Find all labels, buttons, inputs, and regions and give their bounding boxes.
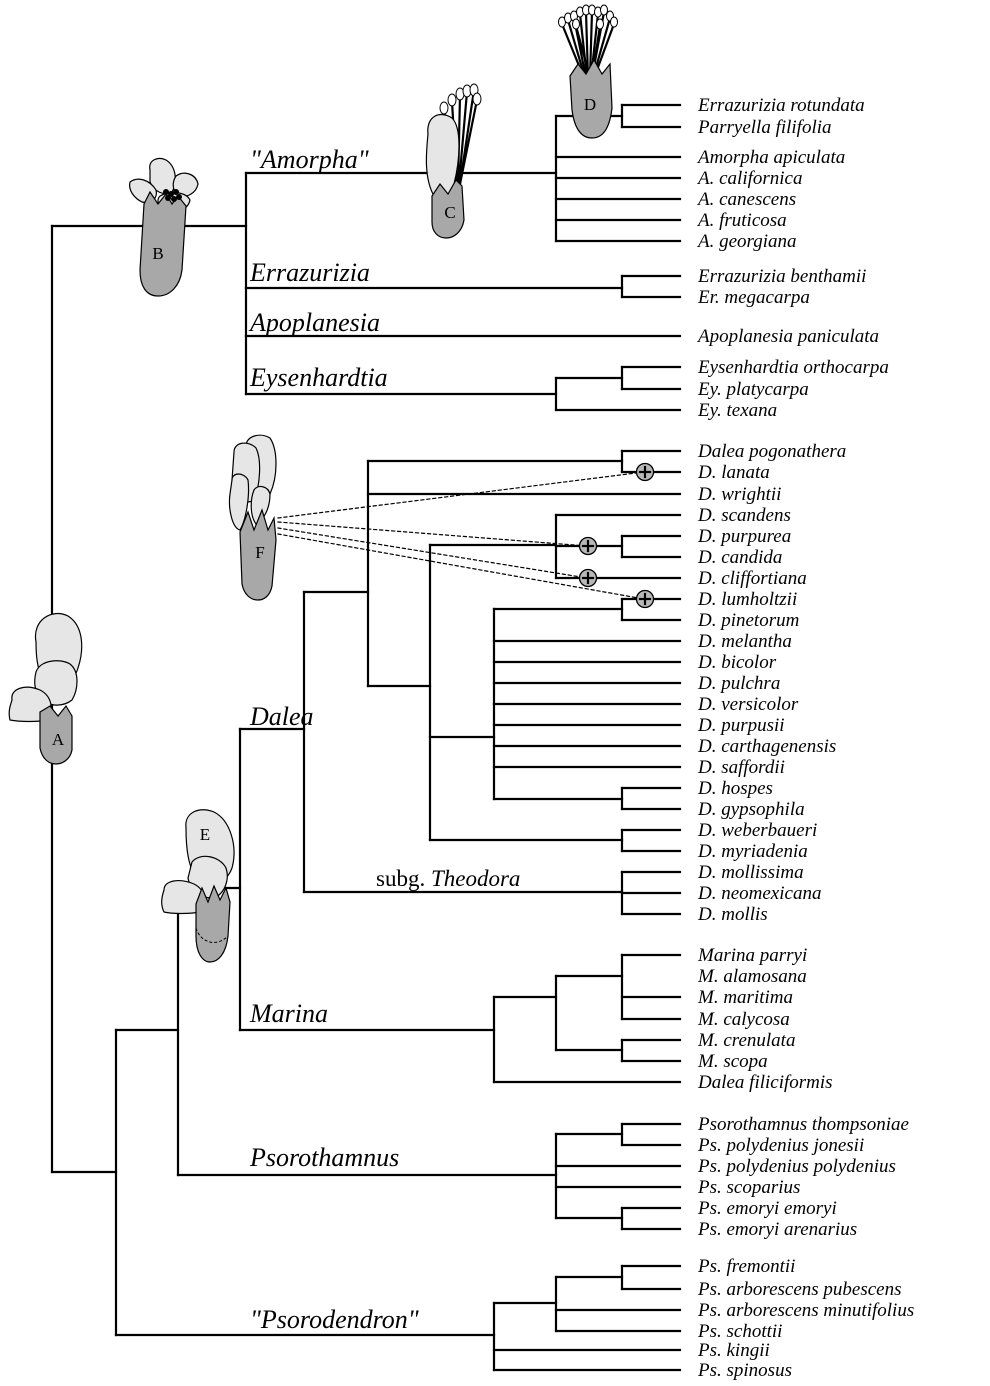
taxon-label: Ps. emoryi emoryi	[697, 1198, 837, 1219]
taxon-label: M. crenulata	[697, 1030, 795, 1051]
taxon-label: Amorpha apiculata	[696, 147, 845, 168]
taxon-label: Ps. emoryi arenarius	[697, 1219, 857, 1240]
flower-d-label: D	[584, 95, 596, 114]
tree-branches	[52, 105, 680, 1370]
taxon-label: Ps. polydenius polydenius	[697, 1156, 896, 1177]
taxon-label: Parryella filifolia	[697, 117, 832, 138]
taxon-label: Ps. arborescens pubescens	[697, 1279, 902, 1300]
taxon-label: A. fruticosa	[696, 210, 787, 231]
taxon-label: D. lumholtzii	[697, 589, 797, 610]
taxon-label: D. versicolor	[697, 694, 799, 715]
flower-b-icon: B	[130, 158, 198, 296]
taxon-label: M. calycosa	[697, 1009, 790, 1030]
taxon-label: Ps. polydenius jonesii	[697, 1135, 864, 1156]
flower-f-label: F	[255, 543, 264, 562]
taxon-label: D. bicolor	[697, 652, 777, 673]
taxon-label: D. mollis	[697, 904, 768, 925]
taxon-label: Ps. arborescens minutifolius	[697, 1300, 914, 1321]
taxon-label: D. pinetorum	[697, 610, 799, 631]
flower-c-icon: C	[426, 84, 481, 238]
taxon-label: Er. megacarpa	[697, 287, 810, 308]
taxon-label: D. neomexicana	[697, 883, 821, 904]
taxon-label: D. lanata	[697, 462, 770, 483]
clade-label-psorothamnus: Psorothamnus	[249, 1143, 399, 1172]
theodora-name: Theodora	[431, 866, 520, 891]
taxon-label: D. saffordii	[697, 757, 785, 778]
taxon-label: A. californica	[696, 168, 802, 189]
plus-marker-icon	[580, 570, 597, 587]
taxon-label: D. purpusii	[697, 715, 785, 736]
taxon-label: M. alamosana	[697, 966, 807, 987]
dashed-connector	[278, 528, 587, 578]
taxon-label: Dalea pogonathera	[697, 441, 846, 462]
clade-label-marina: Marina	[249, 999, 328, 1028]
plus-marker-icon	[637, 591, 654, 608]
taxon-label: M. scopa	[697, 1051, 768, 1072]
taxon-label: Dalea filiciformis	[697, 1072, 833, 1093]
taxon-label: Eysenhardtia orthocarpa	[697, 357, 889, 378]
taxon-label: Errazurizia benthamii	[697, 266, 866, 287]
taxon-label: D. wrightii	[697, 484, 781, 505]
taxon-label: D. weberbaueri	[697, 820, 817, 841]
taxon-label: Ey. texana	[697, 400, 777, 421]
taxon-label: Ps. schottii	[697, 1321, 782, 1342]
taxon-label: D. myriadenia	[697, 841, 808, 862]
taxon-label: D. scandens	[697, 505, 791, 526]
flower-a-label: A	[52, 730, 65, 749]
clade-label-amorpha: "Amorpha"	[250, 145, 369, 174]
flower-c-label: C	[444, 203, 455, 222]
taxon-label: D. mollissima	[697, 862, 804, 883]
taxon-label: D. pulchra	[697, 673, 780, 694]
taxon-label: D. cliffortiana	[697, 568, 807, 589]
taxon-label: Ey. platycarpa	[697, 379, 809, 400]
taxon-label: D. purpurea	[697, 526, 791, 547]
plus-marker-icon	[637, 464, 654, 481]
flower-e-label: E	[200, 825, 210, 844]
flower-b-label: B	[152, 244, 163, 263]
taxon-label: D. candida	[697, 547, 782, 568]
clade-label-theodora: subg. Theodora	[376, 866, 520, 891]
taxon-label: Ps. fremontii	[697, 1256, 795, 1277]
clade-label-eysenhardtia: Eysenhardtia	[249, 363, 388, 392]
taxon-label: Psorothamnus thompsoniae	[697, 1114, 909, 1135]
taxon-label: Ps. spinosus	[697, 1360, 792, 1381]
taxon-label: Marina parryi	[697, 945, 807, 966]
taxon-label: Apoplanesia paniculata	[696, 326, 879, 347]
clade-label-apoplanesia: Apoplanesia	[248, 308, 380, 337]
taxon-label: A. canescens	[696, 189, 796, 210]
taxon-label: D. hospes	[697, 778, 773, 799]
dashed-connector	[278, 522, 587, 546]
theodora-prefix: subg.	[376, 866, 425, 891]
taxon-label: Ps. kingii	[697, 1340, 770, 1361]
taxon-label: D. gypsophila	[697, 799, 805, 820]
plus-marker-icon	[580, 538, 597, 555]
taxon-label: D. melantha	[697, 631, 792, 652]
taxon-label: D. carthagenensis	[697, 736, 836, 757]
flower-a-icon: A	[9, 614, 82, 764]
taxon-label: M. maritima	[697, 987, 793, 1008]
taxon-label: Errazurizia rotundata	[697, 95, 865, 116]
clade-label-dalea: Dalea	[249, 702, 314, 731]
taxon-label: A. georgiana	[696, 231, 797, 252]
clade-labels: "Amorpha" Errazurizia Apoplanesia Eysenh…	[248, 145, 520, 1334]
clade-label-psorodendron: "Psorodendron"	[250, 1305, 419, 1334]
flower-e-icon: E	[162, 810, 234, 962]
flower-d-icon: D	[559, 5, 618, 138]
clade-label-errazurizia: Errazurizia	[249, 258, 370, 287]
flower-f-icon: F	[229, 435, 276, 600]
taxon-label: Ps. scoparius	[697, 1177, 800, 1198]
